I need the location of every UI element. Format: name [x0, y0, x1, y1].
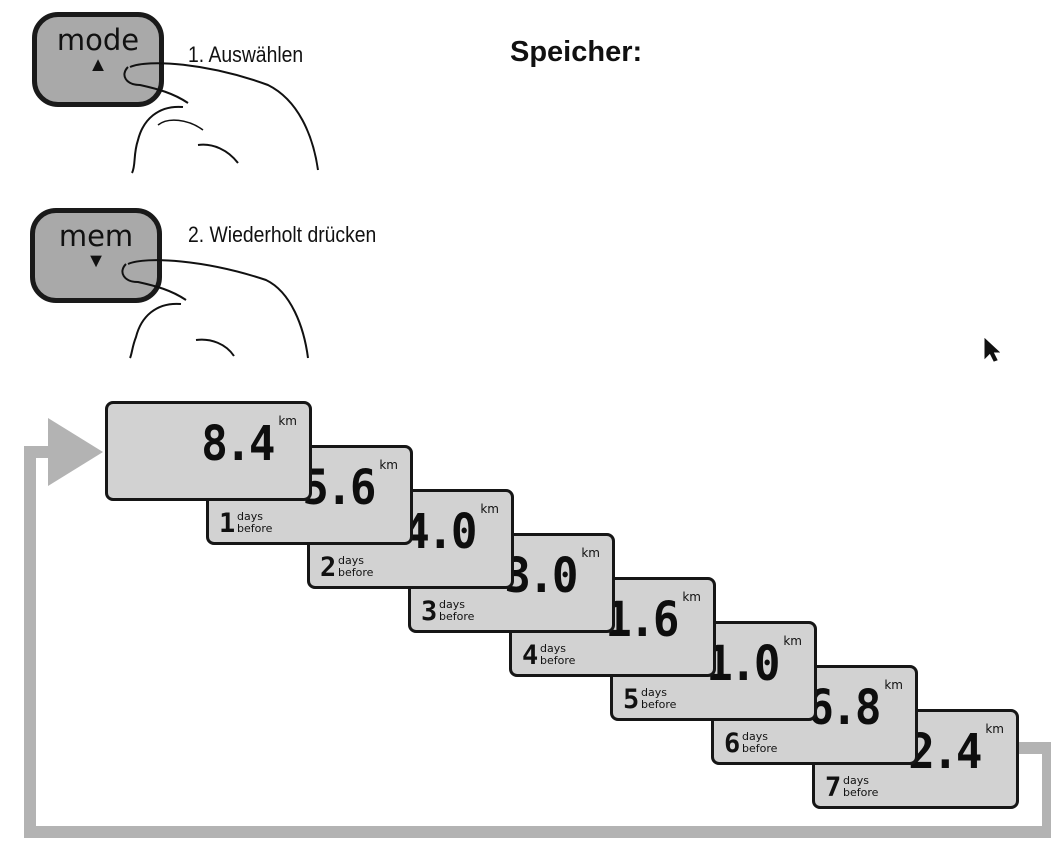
days-label: days [742, 730, 768, 743]
before-label: before [843, 786, 879, 799]
before-label: before [641, 698, 677, 711]
mem-button-label: mem [58, 219, 134, 253]
unit-label: km [480, 502, 499, 516]
distance-value: 3.0 [504, 548, 579, 604]
distance-value: 4.0 [403, 504, 478, 560]
days-before-number: 1 [219, 508, 236, 539]
unit-label: km [682, 590, 701, 604]
distance-value: 8.4 [201, 416, 276, 472]
hand-pressing-icon [123, 62, 319, 174]
unit-label: km [581, 546, 600, 560]
days-label: days [338, 554, 364, 567]
unit-label: km [783, 634, 802, 648]
days-before-number: 7 [825, 772, 842, 803]
distance-value: 1.0 [706, 636, 781, 692]
unit-label: km [278, 414, 297, 428]
triangle-down-icon: ▼ [86, 250, 106, 272]
step-1-text: 1. Auswählen [188, 42, 304, 67]
mouse-cursor-icon [984, 338, 1000, 362]
days-before-number: 5 [623, 684, 640, 715]
days-before-number: 3 [421, 596, 438, 627]
days-label: days [641, 686, 667, 699]
before-label: before [237, 522, 273, 535]
before-label: before [338, 566, 374, 579]
days-before-number: 6 [724, 728, 741, 759]
before-label: before [540, 654, 576, 667]
hand-pressing-icon [121, 259, 309, 359]
before-label: before [742, 742, 778, 755]
days-label: days [439, 598, 465, 611]
distance-value: 5.6 [302, 460, 377, 516]
days-label: days [540, 642, 566, 655]
mode-button[interactable]: mode ▲ [32, 12, 164, 107]
days-label: days [843, 774, 869, 787]
unit-label: km [884, 678, 903, 692]
days-label: days [237, 510, 263, 523]
step-2-text: 2. Wiederholt drücken [188, 222, 377, 247]
days-before-number: 4 [522, 640, 539, 671]
page-title: Speicher: [510, 36, 643, 68]
distance-value: 2.4 [908, 724, 983, 780]
mode-button-label: mode [56, 23, 140, 57]
before-label: before [439, 610, 475, 623]
unit-label: km [985, 722, 1004, 736]
arrow-head-icon [48, 418, 103, 486]
distance-value: 6.8 [807, 680, 882, 736]
mem-button[interactable]: mem ▼ [30, 208, 162, 303]
days-before-number: 2 [320, 552, 337, 583]
triangle-up-icon: ▲ [88, 54, 108, 76]
distance-value: 1.6 [605, 592, 680, 648]
unit-label: km [379, 458, 398, 472]
